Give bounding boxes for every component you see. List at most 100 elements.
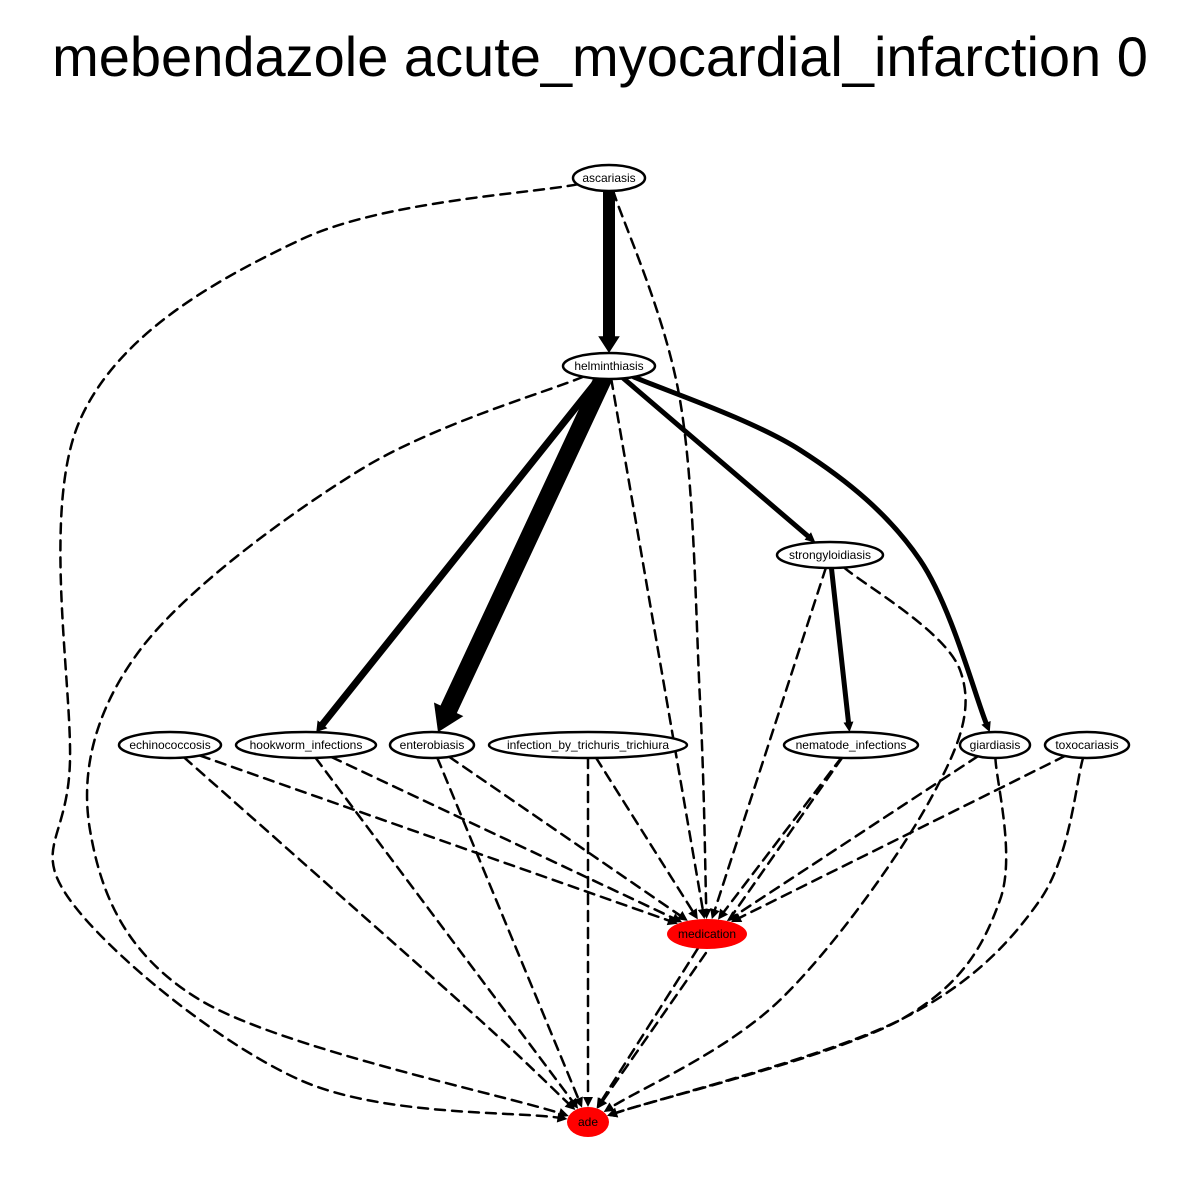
- edge-helminthiasis-to-hookworm_infections: [316, 375, 603, 733]
- edge-line: [182, 756, 570, 1105]
- edge-line: [600, 947, 700, 1102]
- node-ellipse: [667, 919, 747, 949]
- edge-line: [594, 756, 694, 913]
- edge-arrowhead: [804, 532, 816, 543]
- edge-echinococcosis-to-ade: [182, 756, 576, 1111]
- node-ellipse: [775, 540, 885, 570]
- node-label: giardiasis: [970, 738, 1021, 752]
- edge-line: [610, 566, 967, 1108]
- edge-giardiasis-to-medication: [726, 755, 980, 921]
- node-infection_by_trichuris_trichiura: infection_by_trichuris_trichiura: [487, 730, 689, 760]
- edge-toxocariasis-to-ade: [607, 756, 1085, 1118]
- node-label: ascariasis: [582, 171, 635, 185]
- edge-strongyloidiasis-to-ade: [603, 566, 967, 1113]
- edges-layer: [51, 183, 1085, 1123]
- edge-arrowhead: [676, 911, 688, 921]
- edge-arrowhead: [583, 1097, 593, 1107]
- edge-line: [611, 189, 708, 911]
- edge-line: [85, 375, 585, 1115]
- edge-giardiasis-to-ade: [607, 756, 1008, 1118]
- edge-arrowhead: [603, 1102, 615, 1113]
- edge-arrowhead: [598, 336, 620, 353]
- node-label: hookworm_infections: [250, 738, 363, 752]
- edge-line: [198, 754, 670, 922]
- edge-line: [319, 375, 603, 728]
- edge-arrowhead: [731, 913, 743, 923]
- node-echinococcosis: echinococcosis: [117, 730, 223, 760]
- edge-line: [722, 756, 843, 913]
- edge-arrowhead: [717, 908, 729, 920]
- diagram-title: mebendazole acute_myocardial_infarction …: [52, 25, 1148, 88]
- edge-arrowhead: [688, 908, 698, 920]
- node-medication: medication: [667, 919, 747, 949]
- edge-hookworm_infections-to-medication: [330, 755, 683, 923]
- node-ellipse: [561, 351, 657, 381]
- edge-arrowhead: [607, 1107, 619, 1118]
- edge-line: [447, 755, 681, 917]
- node-label: helminthiasis: [574, 359, 643, 373]
- node-giardiasis: giardiasis: [958, 730, 1032, 760]
- edge-helminthiasis-to-medication: [609, 377, 708, 920]
- edge-line: [738, 754, 1067, 919]
- node-helminthiasis: helminthiasis: [561, 351, 657, 381]
- node-ellipse: [1043, 730, 1131, 760]
- edge-arrowhead: [670, 913, 683, 923]
- edge-line: [439, 369, 612, 719]
- edge-line: [713, 566, 828, 911]
- edge-line: [436, 756, 580, 1100]
- node-hookworm_infections: hookworm_infections: [234, 730, 378, 760]
- node-label: enterobiasis: [400, 738, 465, 752]
- node-ellipse: [487, 730, 689, 760]
- node-nematode_infections: nematode_infections: [782, 730, 920, 760]
- node-ellipse: [782, 730, 920, 760]
- node-ellipse: [571, 163, 647, 193]
- edge-nematode_infections-to-medication: [717, 756, 843, 920]
- node-ascariasis: ascariasis: [571, 163, 647, 193]
- edge-line: [620, 375, 811, 539]
- node-ellipse: [117, 730, 223, 760]
- edge-enterobiasis-to-medication: [447, 755, 688, 921]
- edge-line: [733, 755, 980, 917]
- edge-infection_by_trichuris_trichiura-to-ade: [583, 756, 593, 1107]
- edge-arrowhead: [557, 1108, 569, 1118]
- edge-ascariasis-to-helminthiasis: [598, 185, 620, 353]
- edge-echinococcosis-to-medication: [198, 754, 678, 926]
- edge-helminthiasis-to-enterobiasis: [433, 369, 612, 733]
- edge-helminthiasis-to-giardiasis: [631, 374, 991, 733]
- edge-arrowhead: [433, 702, 464, 733]
- node-label: toxocariasis: [1055, 738, 1118, 752]
- edge-arrowhead: [573, 1096, 583, 1108]
- edge-line: [615, 756, 1008, 1114]
- edge-arrowhead: [596, 1097, 607, 1109]
- edge-line: [51, 183, 579, 1119]
- edge-strongyloidiasis-to-nematode_infections: [828, 565, 854, 733]
- edge-ascariasis-to-ade: [51, 183, 579, 1123]
- node-label: strongyloidiasis: [789, 548, 871, 562]
- edge-arrowhead: [697, 908, 708, 920]
- edge-arrowhead: [564, 1099, 576, 1111]
- node-label: ade: [578, 1115, 598, 1129]
- node-ellipse: [234, 730, 378, 760]
- node-ade: ade: [567, 1107, 609, 1137]
- edge-arrowhead: [843, 721, 854, 733]
- edge-strongyloidiasis-to-medication: [710, 566, 828, 920]
- node-ellipse: [388, 730, 476, 760]
- edge-arrowhead: [710, 908, 720, 920]
- edge-arrowhead: [316, 720, 328, 733]
- node-label: medication: [678, 927, 736, 941]
- edge-enterobiasis-to-ade: [436, 756, 583, 1108]
- node-label: echinococcosis: [129, 738, 210, 752]
- edge-medication-to-ade: [596, 947, 700, 1109]
- edge-line: [828, 565, 851, 725]
- edge-arrowhead: [981, 720, 991, 733]
- node-ellipse: [567, 1107, 609, 1137]
- edge-helminthiasis-to-strongyloidiasis: [620, 375, 816, 543]
- nodes-layer: ascariasis helminthiasis strongyloidiasis e…: [117, 163, 1131, 1137]
- node-label: nematode_infections: [796, 738, 907, 752]
- edge-toxocariasis-to-medication: [731, 754, 1067, 923]
- edge-line: [314, 756, 574, 1103]
- node-label: infection_by_trichuris_trichiura: [507, 738, 669, 752]
- edge-infection_by_trichuris_trichiura-to-medication: [594, 756, 698, 920]
- edge-helminthiasis-to-ade: [85, 375, 585, 1118]
